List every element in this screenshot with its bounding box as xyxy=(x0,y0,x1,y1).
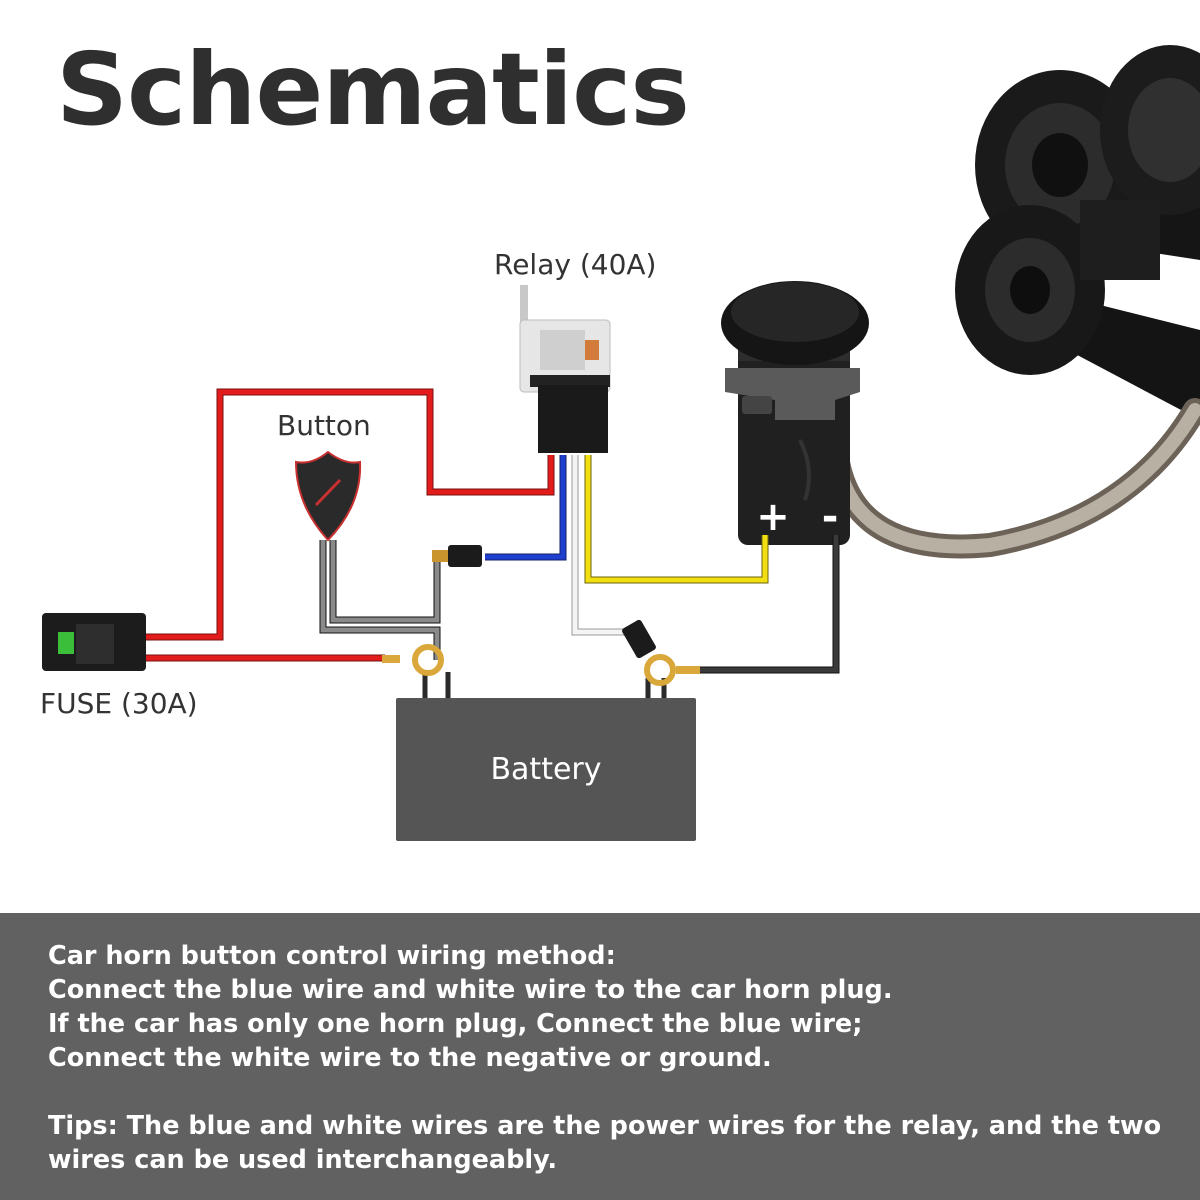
white-wire-connector xyxy=(622,619,656,659)
battery-label: Battery xyxy=(490,752,602,787)
button-lead-2 xyxy=(329,540,441,624)
blue-wire-connector xyxy=(448,545,482,567)
instruction-line: Connect the white wire to the negative o… xyxy=(48,1043,772,1073)
page-title: Schematics xyxy=(56,31,690,148)
positive-ring-terminal xyxy=(412,644,444,676)
negative-ring-terminal xyxy=(644,654,676,686)
tips-line: wires can be used interchangeably. xyxy=(48,1145,558,1175)
instructions-panel: Car horn button control wiring method: C… xyxy=(0,913,1200,1200)
relay-image xyxy=(519,285,611,453)
connectors xyxy=(382,545,700,686)
battery-body xyxy=(396,698,696,841)
tips-line: Tips: The blue and white wires are the p… xyxy=(48,1111,1162,1141)
instruction-line: If the car has only one horn plug, Conne… xyxy=(48,1009,863,1039)
wiring-diagram: + - xyxy=(42,45,1200,841)
fuse-holder-image xyxy=(42,613,146,671)
minus-terminal-label: - xyxy=(822,494,839,540)
button-label: Button xyxy=(277,409,371,442)
fuse-label: FUSE (30A) xyxy=(40,687,198,720)
relay-label: Relay (40A) xyxy=(494,248,657,281)
horn-trumpets-image xyxy=(955,45,1200,420)
instruction-line: Connect the blue wire and white wire to … xyxy=(48,975,893,1005)
plus-terminal-label: + xyxy=(756,494,790,540)
wires xyxy=(145,388,840,698)
compressor-image xyxy=(721,281,869,545)
white-wire xyxy=(571,455,632,636)
horn-button-image xyxy=(294,450,362,542)
button-lead-1 xyxy=(319,540,441,660)
instruction-line: Car horn button control wiring method: xyxy=(48,941,616,971)
